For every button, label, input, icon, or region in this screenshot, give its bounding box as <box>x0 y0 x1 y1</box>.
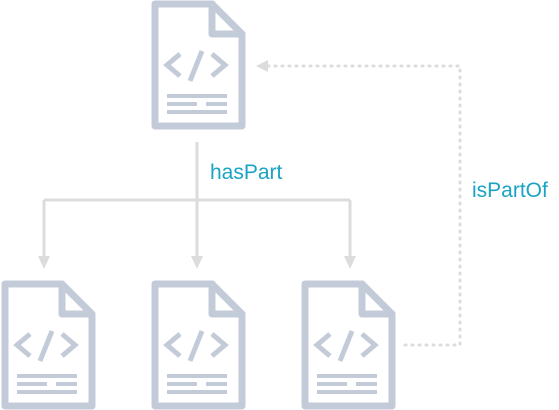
is-part-of-label: isPartOf <box>472 179 548 202</box>
child-document-icon-1 <box>5 284 92 406</box>
child-document-icon-2 <box>155 284 242 406</box>
child-document-icon-3 <box>305 284 392 406</box>
is-part-of-connector <box>256 60 462 347</box>
has-part-connector <box>38 142 356 269</box>
parent-document-icon <box>155 4 242 126</box>
has-part-label: hasPart <box>210 161 283 184</box>
